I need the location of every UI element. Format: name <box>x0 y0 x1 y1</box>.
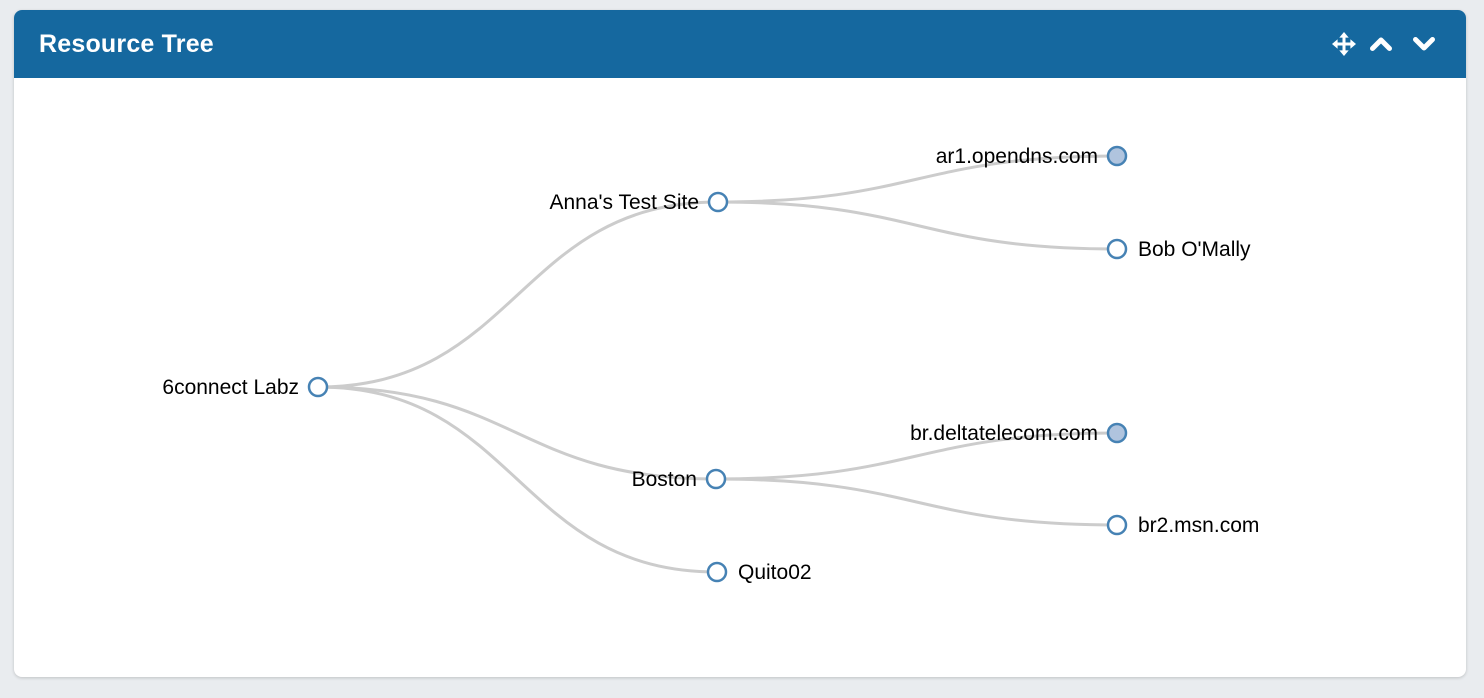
panel-title: Resource Tree <box>39 29 214 58</box>
panel-header: Resource Tree <box>14 10 1466 78</box>
tree-node-label: br.deltatelecom.com <box>910 422 1098 445</box>
tree-node-label: br2.msn.com <box>1138 514 1259 537</box>
resource-tree-canvas[interactable]: 6connect Labz Anna's Test Site ar1.opendns… <box>14 78 1466 677</box>
chevron-down-icon <box>1412 36 1436 52</box>
tree-node-circle[interactable] <box>307 376 329 398</box>
tree-node-ar1-opendns-com[interactable]: ar1.opendns.com <box>936 145 1128 168</box>
tree-node-circle[interactable] <box>1106 145 1128 167</box>
tree-link-6connect-labz--annas-test-site <box>317 200 719 389</box>
tree-node-br2-msn-com[interactable]: br2.msn.com <box>1106 514 1259 537</box>
tree-node-circle[interactable] <box>1106 422 1128 444</box>
tree-link-boston--br2-msn-com <box>715 477 1118 527</box>
tree-link-boston--br-deltatelecom-com <box>715 431 1118 481</box>
tree-node-circle[interactable] <box>705 468 727 490</box>
tree-node-bob-omally[interactable]: Bob O'Mally <box>1106 238 1251 261</box>
tree-node-label: Boston <box>632 468 697 491</box>
tree-node-label: Quito02 <box>738 561 812 584</box>
tree-node-br-deltatelecom-com[interactable]: br.deltatelecom.com <box>910 422 1128 445</box>
move-icon <box>1332 32 1356 56</box>
tree-link-annas-test-site--bob-omally <box>717 200 1118 251</box>
resource-tree-panel: Resource Tree <box>14 10 1466 677</box>
tree-node-6connect-labz[interactable]: 6connect Labz <box>162 376 329 399</box>
tree-node-circle[interactable] <box>707 191 729 213</box>
panel-body: 6connect Labz Anna's Test Site ar1.opendns… <box>14 78 1466 677</box>
chevron-up-icon <box>1369 36 1393 52</box>
tree-node-label: Bob O'Mally <box>1138 238 1251 261</box>
tree-link-6connect-labz--boston <box>317 385 717 481</box>
panel-expand-button[interactable] <box>1412 36 1436 52</box>
tree-link-6connect-labz--quito02 <box>317 385 718 574</box>
tree-node-label: ar1.opendns.com <box>936 145 1098 168</box>
tree-node-quito02[interactable]: Quito02 <box>706 561 812 584</box>
tree-node-circle[interactable] <box>1106 514 1128 536</box>
tree-node-annas-test-site[interactable]: Anna's Test Site <box>549 191 729 214</box>
panel-move-button[interactable] <box>1332 32 1356 56</box>
tree-node-circle[interactable] <box>1106 238 1128 260</box>
tree-link-annas-test-site--ar1-opendns-com <box>717 154 1118 204</box>
tree-node-label: 6connect Labz <box>162 376 299 399</box>
panel-header-controls <box>1332 32 1436 56</box>
tree-node-label: Anna's Test Site <box>549 191 699 214</box>
tree-node-circle[interactable] <box>706 561 728 583</box>
panel-collapse-button[interactable] <box>1369 36 1393 52</box>
tree-node-boston[interactable]: Boston <box>632 468 727 491</box>
